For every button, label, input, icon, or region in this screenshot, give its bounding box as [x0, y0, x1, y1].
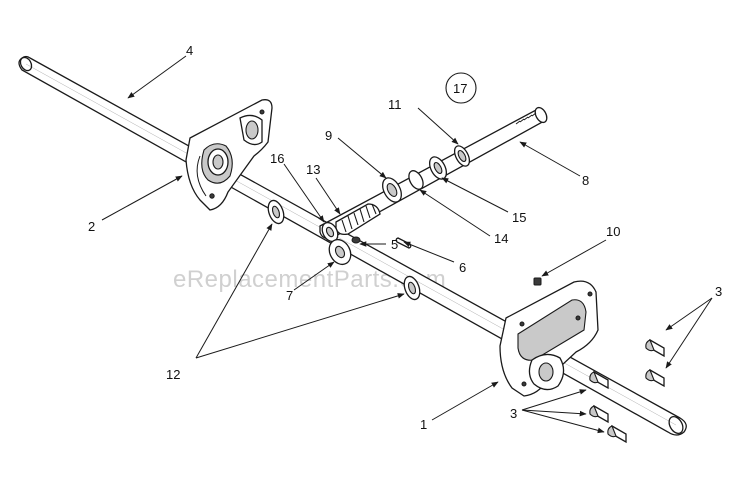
hex-bolt-5 — [607, 424, 627, 444]
callout-8: 8 — [582, 173, 589, 188]
hex-bolt-2 — [645, 368, 665, 388]
hex-bolt-4 — [589, 404, 609, 424]
callout-3-right: 3 — [715, 284, 722, 299]
callout-14: 14 — [494, 231, 508, 246]
right-gear-housing — [499, 280, 599, 397]
leader-lines — [101, 55, 713, 434]
callout-6: 6 — [459, 260, 466, 275]
callout-1: 1 — [420, 417, 427, 432]
spacer-14 — [408, 170, 424, 190]
grease-plug — [533, 277, 542, 286]
hex-bolt-3 — [589, 370, 609, 390]
bearing-11 — [453, 145, 471, 167]
main-shaft — [18, 55, 687, 436]
shaft-bearing-right — [403, 275, 421, 301]
roll-pin — [395, 237, 412, 249]
bearing-9 — [382, 177, 402, 203]
reference-circle — [445, 72, 477, 104]
left-gear-housing — [185, 99, 273, 211]
flat-washer — [328, 238, 352, 266]
callout-10: 10 — [606, 224, 620, 239]
thrust-washer-15 — [428, 156, 448, 180]
callout-15: 15 — [512, 210, 526, 225]
callout-17: 17 — [453, 81, 467, 96]
callout-4: 4 — [186, 43, 193, 58]
callout-16: 16 — [270, 151, 284, 166]
woodruff-key — [351, 236, 361, 244]
callout-12: 12 — [166, 367, 180, 382]
callout-13: 13 — [306, 162, 320, 177]
callout-3-bottom: 3 — [510, 406, 517, 421]
callout-9: 9 — [325, 128, 332, 143]
callout-11: 11 — [388, 97, 402, 112]
callout-5: 5 — [391, 237, 398, 252]
hex-bolt-1 — [645, 338, 665, 358]
shaft-bearing-left — [267, 199, 285, 225]
callout-2: 2 — [88, 219, 95, 234]
callout-7: 7 — [286, 288, 293, 303]
